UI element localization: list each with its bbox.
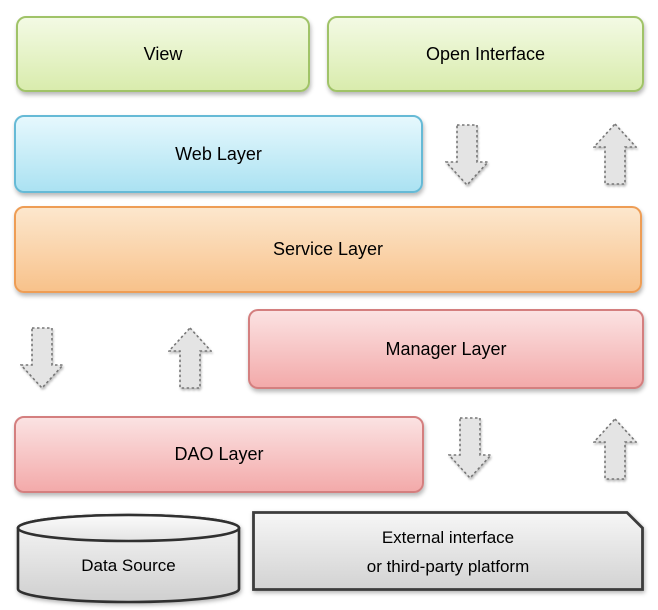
node-view-label: View (143, 43, 183, 64)
node-dao-layer-label: DAO Layer (174, 444, 264, 464)
node-view: View (16, 16, 310, 92)
down-arrow-icon (20, 327, 64, 389)
up-arrow-icon (168, 327, 212, 389)
node-open-interface: Open Interface (327, 16, 644, 92)
external-interface-line2: or third-party platform (366, 557, 530, 576)
node-service-layer-label: Service Layer (272, 239, 384, 259)
down-arrow-icon (448, 417, 492, 479)
node-data-source-label: Data Source (81, 556, 176, 575)
node-open-interface-label: Open Interface (425, 43, 546, 64)
node-manager-layer-label: Manager Layer (385, 338, 507, 359)
up-arrow-icon (593, 123, 637, 185)
external-interface-line1: External interface (381, 528, 515, 547)
node-web-layer: Web Layer (14, 115, 423, 193)
node-external-interface-label: External interface or third-party platfo… (252, 523, 644, 581)
up-arrow-icon (593, 418, 637, 480)
node-dao-layer: DAO Layer (14, 416, 424, 493)
down-arrow-icon (445, 124, 489, 186)
node-manager-layer: Manager Layer (248, 309, 644, 389)
node-web-layer-label: Web Layer (175, 143, 262, 164)
data-source-cylinder (16, 513, 241, 604)
external-interface-card (252, 511, 644, 591)
node-service-layer: Service Layer (14, 206, 642, 293)
